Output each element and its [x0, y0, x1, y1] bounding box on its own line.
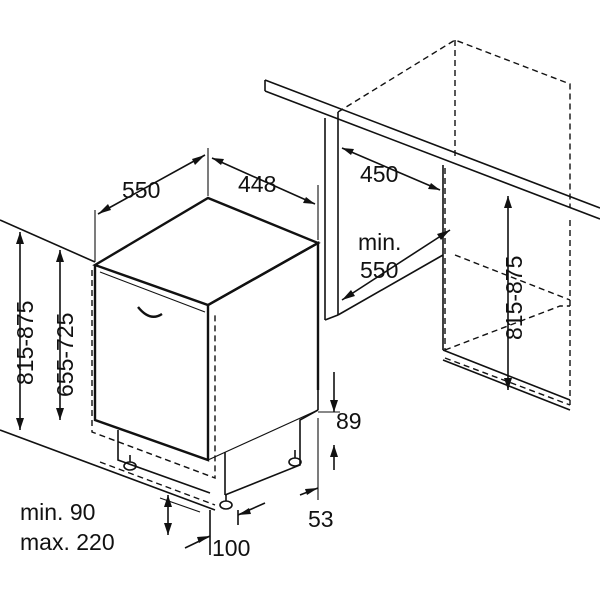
label-body-height: 655-725 [52, 313, 78, 397]
dishwasher-body [91, 196, 321, 510]
label-niche-width: 450 [360, 161, 398, 187]
dim-foot-inset: 53 [299, 418, 334, 532]
dim-niche-height: 815-875 [501, 196, 527, 390]
dim-total-height: 815-875 [12, 232, 38, 430]
dim-body-height: 655-725 [52, 250, 78, 420]
dim-depth-550: 550 [94, 148, 209, 262]
worktop [264, 79, 600, 220]
label-plinth-max: max. 220 [20, 529, 115, 555]
label-niche-height: 815-875 [501, 256, 527, 340]
dim-plinth-depth: 100 [184, 502, 266, 561]
dim-foot-height: 89 [318, 372, 362, 470]
dim-width-448: 448 [211, 157, 319, 240]
niche-cabinet [324, 39, 571, 411]
label-width: 448 [238, 171, 276, 197]
foot-front-right [219, 500, 233, 510]
left-floor-lines [0, 219, 216, 511]
dim-niche-depth: min. 550 [341, 229, 451, 301]
dim-plinth-height: min. 90 max. 220 [20, 495, 201, 555]
label-niche-depth-value: 550 [360, 257, 398, 283]
label-plinth-min: min. 90 [20, 499, 95, 525]
dim-niche-width-450: 450 [341, 147, 441, 191]
label-plinth-depth: 100 [212, 535, 250, 561]
label-foot-height: 89 [336, 408, 362, 434]
label-total-height: 815-875 [12, 301, 38, 385]
label-depth: 550 [122, 177, 160, 203]
label-foot-inset: 53 [308, 506, 334, 532]
door-handle [137, 306, 163, 318]
label-niche-depth-min: min. [358, 229, 401, 255]
